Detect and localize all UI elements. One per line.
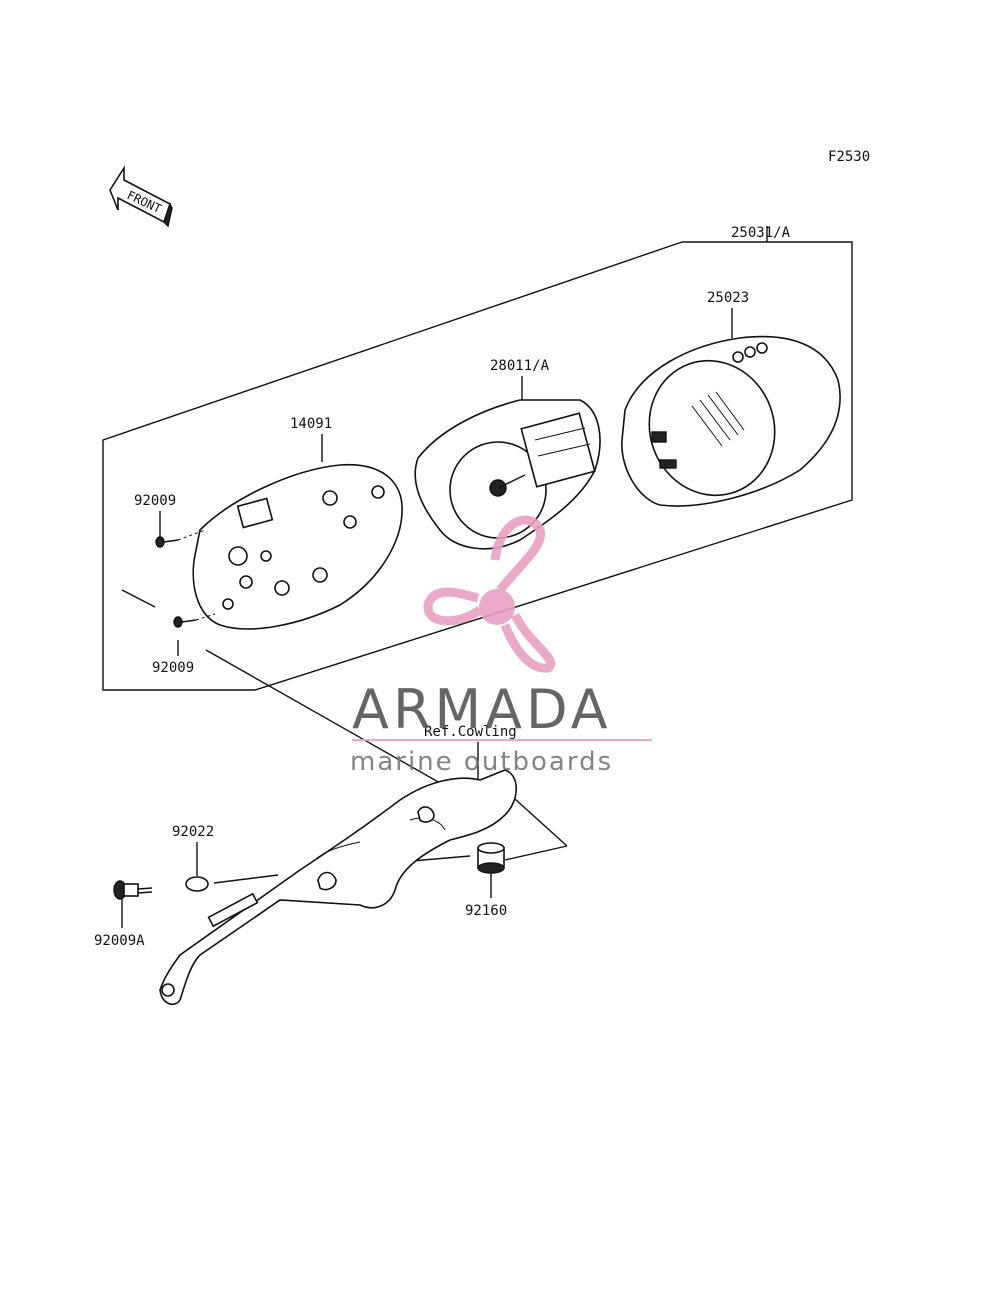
label-92160: 92160 <box>465 903 507 919</box>
meter-bracket <box>159 769 518 1006</box>
watermark-tagline: marine outboards <box>350 747 613 777</box>
label-14091: 14091 <box>290 416 332 432</box>
label-92022: 92022 <box>172 824 214 840</box>
armada-watermark: ARMADA marine outboards <box>350 515 652 777</box>
watermark-brand: ARMADA <box>352 678 612 741</box>
meter-case-lower <box>192 463 403 630</box>
figure-code: F2530 <box>828 149 870 165</box>
label-25031a: 25031/A <box>731 225 791 241</box>
propeller-logo-icon <box>423 515 556 673</box>
screw-lower <box>173 613 216 628</box>
washer <box>185 876 209 892</box>
screw-upper <box>155 529 206 548</box>
bolt <box>113 880 153 900</box>
meter-case-upper <box>621 335 841 507</box>
label-92009a: 92009A <box>94 933 145 949</box>
label-25023: 25023 <box>707 290 749 306</box>
label-ref-cowling: Ref.Cowling <box>424 724 517 740</box>
front-arrow-icon: FRONT <box>109 165 173 228</box>
assembly-outline <box>102 226 853 691</box>
label-28011a: 28011/A <box>490 358 550 374</box>
label-92009-upper: 92009 <box>134 493 176 509</box>
meter-unit <box>414 399 601 550</box>
label-92009-lower: 92009 <box>152 660 194 676</box>
grommet <box>477 842 505 874</box>
